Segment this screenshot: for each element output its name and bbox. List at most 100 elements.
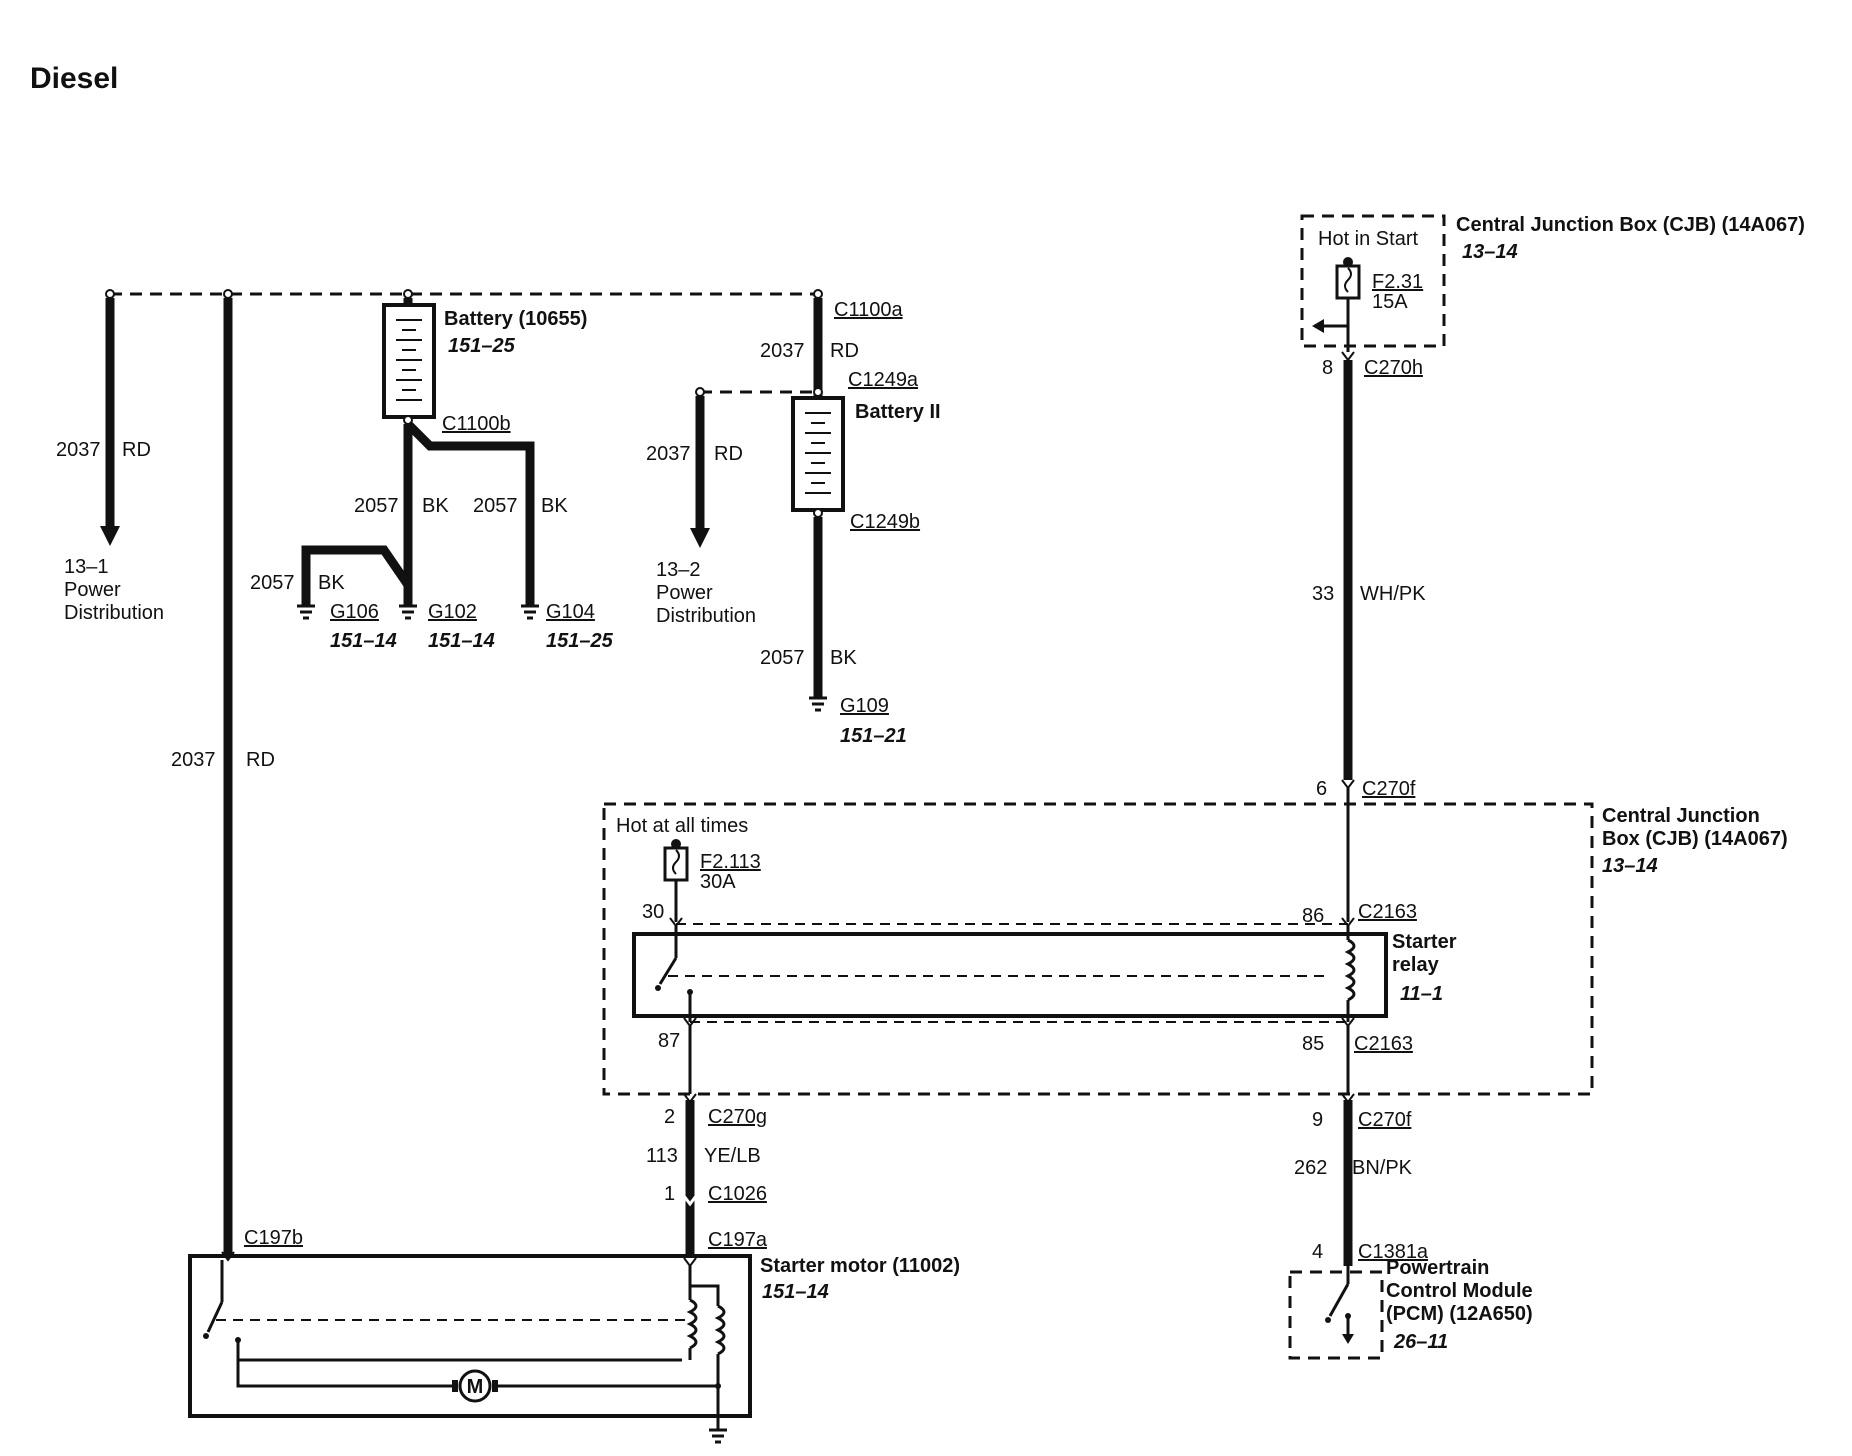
starter-ref: 151–14 (762, 1281, 829, 1303)
cjb-top-name: Central Junction Box (CJB) (14A067) (1456, 214, 1805, 236)
battery-name: Battery (10655) (444, 308, 587, 330)
arrow-down-icon (690, 528, 710, 548)
wire-g104-color: BK (541, 495, 568, 517)
wire-pd1-color: RD (122, 439, 151, 461)
pd2-ref-page: 13–2 (656, 559, 701, 581)
connector-c197a: C197a (708, 1229, 768, 1251)
pcm-name-l2: Control Module (1386, 1280, 1533, 1302)
pd1-ref-page: 13–1 (64, 556, 109, 578)
ground-icon (399, 604, 417, 620)
solenoid-coil-icon (714, 1304, 726, 1356)
pcm-name-l3: (PCM) (12A650) (1386, 1303, 1533, 1325)
wire-pd2-circuit: 2037 (646, 443, 691, 465)
wire-starter-circuit: 2037 (171, 749, 216, 771)
wire-yelb-color: YE/LB (704, 1145, 761, 1167)
connector-c270g: C270g (708, 1106, 767, 1128)
fuse-icon (663, 846, 689, 882)
ground-icon (809, 696, 827, 712)
solenoid-coil-icon (686, 1298, 698, 1350)
fuse-icon (1335, 264, 1361, 300)
cjb-main-ref: 13–14 (1602, 855, 1658, 877)
ground-g102: G102 (428, 601, 477, 623)
pin-1: 1 (664, 1183, 675, 1205)
pd1-ref-label2: Distribution (64, 602, 164, 624)
cjb-main-note: Hot at all times (616, 815, 748, 837)
connector-c1249a: C1249a (848, 369, 919, 391)
wire-bnpk-color: BN/PK (1352, 1157, 1413, 1179)
wire-whpk-color: WH/PK (1360, 583, 1426, 605)
ground-g109-ref: 151–21 (840, 725, 907, 747)
pd2-ref-label2: Distribution (656, 605, 756, 627)
arrow-left-icon (1312, 319, 1324, 333)
wire-whpk-circuit: 33 (1312, 583, 1334, 605)
battery-ref: 151–25 (448, 335, 516, 357)
pcm-ref: 26–11 (1393, 1331, 1448, 1353)
battery2-name: Battery II (855, 401, 941, 423)
pin-86: 86 (1302, 905, 1324, 927)
wire-g106-circuit: 2057 (250, 572, 295, 594)
connector-c1381a: C1381a (1358, 1241, 1429, 1263)
pd1-ref-label: Power (64, 579, 121, 601)
motor-label: M (467, 1376, 484, 1398)
connector-c270f-top: C270f (1362, 778, 1416, 800)
connector-c197b: C197b (244, 1227, 303, 1249)
bus-node-c1100a (813, 289, 823, 299)
battery-cells-icon (396, 319, 422, 401)
pcm-name-l1: Powertrain (1386, 1257, 1489, 1279)
wire-pd1-circuit: 2037 (56, 439, 101, 461)
pin-30: 30 (642, 901, 664, 923)
bus-node-battery (403, 289, 413, 299)
fuse-f2113-id: F2.113 (700, 851, 761, 873)
ground-g106-ref: 151–14 (330, 630, 397, 652)
pin-9: 9 (1312, 1109, 1323, 1131)
connector-c2163-top: C2163 (1358, 901, 1417, 923)
connector-c270f-bottom: C270f (1358, 1109, 1412, 1131)
wire-bnpk-circuit: 262 (1294, 1157, 1327, 1179)
battery-cells-icon (805, 412, 831, 494)
pin-2: 2 (664, 1106, 675, 1128)
wire-g109-color: BK (830, 647, 857, 669)
wire-pd2-color: RD (714, 443, 743, 465)
pcm-box (1288, 1270, 1384, 1360)
cjb-main-box (602, 802, 1594, 1096)
ground-icon (297, 604, 315, 620)
ground-g104-ref: 151–25 (546, 630, 614, 652)
pin-4: 4 (1312, 1241, 1323, 1263)
relay-name-l2: relay (1392, 954, 1440, 976)
ground-icon (521, 604, 539, 620)
ground-g104: G104 (546, 601, 595, 623)
wire-battery2-color: RD (830, 340, 859, 362)
cjb-main-name-l1: Central Junction (1602, 805, 1760, 827)
wire-g102-color: BK (422, 495, 449, 517)
wire-g104-circuit: 2057 (473, 495, 518, 517)
wire-2057-g104 (404, 420, 535, 606)
ground-g106: G106 (330, 601, 379, 623)
pcm-switch (1328, 1283, 1350, 1317)
wire-g109-circuit: 2057 (760, 647, 805, 669)
starter-solenoid-contact (206, 1301, 224, 1333)
connector-c1026: C1026 (708, 1183, 767, 1205)
relay-switch-contact (658, 957, 678, 985)
starter-name: Starter motor (11002) (760, 1255, 960, 1277)
fuse-f231-rating: 15A (1372, 291, 1408, 313)
connector-c1100b: C1100b (442, 413, 511, 435)
connector-c2163-bottom: C2163 (1354, 1033, 1413, 1055)
pin-6: 6 (1316, 778, 1327, 800)
cjb-top-box (1300, 214, 1446, 348)
cjb-top-ref: 13–14 (1462, 241, 1518, 263)
connector-c270h: C270h (1364, 357, 1423, 379)
wire-starter-color: RD (246, 749, 275, 771)
pin-8: 8 (1322, 357, 1333, 379)
wire-2057-g106 (301, 545, 412, 606)
ground-icon (1342, 1334, 1354, 1344)
ground-g102-ref: 151–14 (428, 630, 495, 652)
bus-node-starter (223, 289, 233, 299)
ground-icon (709, 1428, 727, 1444)
wire-g106-color: BK (318, 572, 345, 594)
relay-ref: 11–1 (1400, 983, 1443, 1005)
pin-85: 85 (1302, 1033, 1324, 1055)
wire-yelb-circuit: 113 (646, 1145, 678, 1167)
wire-g102-circuit: 2057 (354, 495, 399, 517)
motor-icon (458, 1369, 492, 1403)
